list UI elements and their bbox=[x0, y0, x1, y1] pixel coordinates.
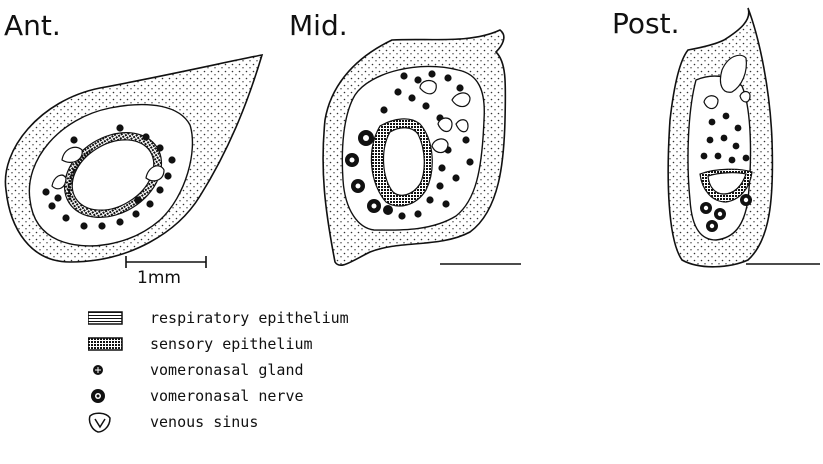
anterior-label: Ant. bbox=[4, 12, 61, 40]
posterior-label: Post. bbox=[612, 10, 679, 38]
middle-lumen bbox=[384, 128, 425, 196]
vomeronasal-nerve-icon bbox=[88, 384, 136, 408]
legend-label: sensory epithelium bbox=[150, 335, 313, 353]
respiratory-epithelium-icon bbox=[88, 306, 136, 330]
vomeronasal-gland-icon bbox=[88, 358, 136, 382]
anterior-section bbox=[5, 55, 262, 262]
venous-sinus-icon bbox=[88, 410, 136, 434]
posterior-section bbox=[668, 8, 772, 267]
legend-label: venous sinus bbox=[150, 413, 258, 431]
middle-label: Mid. bbox=[289, 12, 348, 40]
sensory-epithelium-icon bbox=[88, 332, 136, 356]
middle-section bbox=[323, 30, 505, 265]
legend-label: vomeronasal gland bbox=[150, 361, 304, 379]
scale-bar-label: 1mm bbox=[137, 268, 181, 288]
legend-label: vomeronasal nerve bbox=[150, 387, 304, 405]
legend-label: respiratory epithelium bbox=[150, 309, 349, 327]
